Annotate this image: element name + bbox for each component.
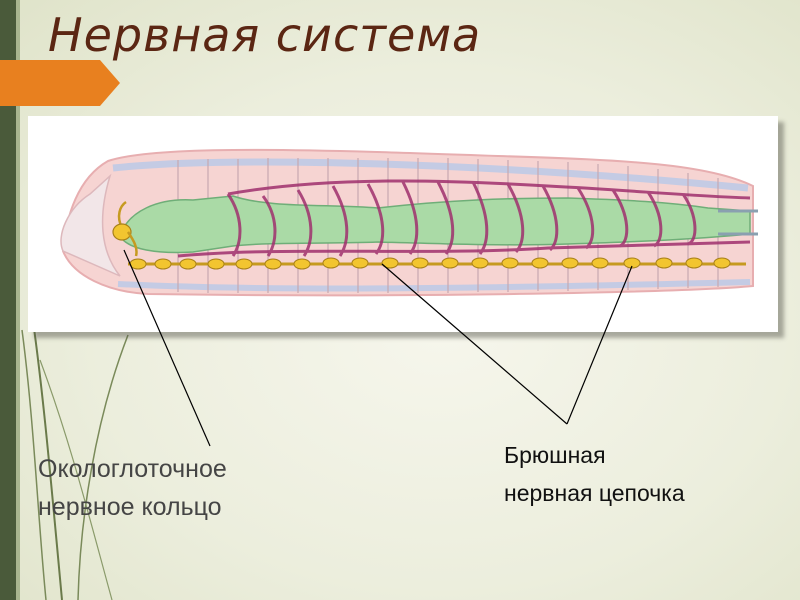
nerve-ring-label: Окологлоточное нервное кольцо [38,450,227,526]
orange-arrow-icon [0,60,120,106]
nerve-chain-label: Брюшная нервная цепочка [504,436,685,512]
left-accent-stripe [16,0,20,600]
worm-diagram [28,116,778,332]
nerve-ring-label-line1: Окологлоточное [38,455,227,483]
nerve-ring-label-line2: нервное кольцо [38,493,222,521]
slide-title: Нервная система [48,8,482,62]
nerve-chain-label-line1: Брюшная [504,442,606,468]
blood-vessels [177,179,751,258]
left-accent-bar [0,0,16,600]
nerve-chain-label-line2: нервная цепочка [504,480,685,506]
